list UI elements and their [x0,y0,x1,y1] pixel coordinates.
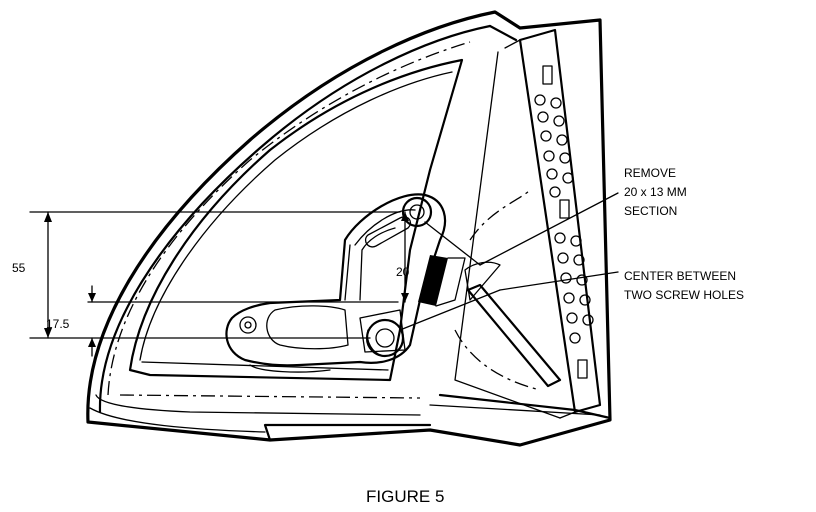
remove-section [418,255,466,307]
glass-opening [107,41,471,399]
center-label-line2: TWO SCREW HOLES [624,288,744,302]
remove-label-line2: 20 x 13 MM [624,185,687,199]
inner-contour [454,189,541,391]
mirror-bracket [225,193,447,373]
door-edge-strip [429,28,612,420]
leader-lines [399,192,619,331]
dimension-17-5: 17.5 [46,317,70,331]
strip-holes [534,94,594,344]
remove-label-line1: REMOVE [624,166,676,180]
figure-caption: FIGURE 5 [366,487,444,506]
window-frame [86,10,612,447]
mirror-arm [464,261,562,388]
remove-label-line3: SECTION [624,204,677,218]
dimension-55: 55 [12,261,26,275]
dimension-20: 20 [396,265,410,279]
dimension-lines [29,211,409,357]
center-label-line1: CENTER BETWEEN [624,269,736,283]
